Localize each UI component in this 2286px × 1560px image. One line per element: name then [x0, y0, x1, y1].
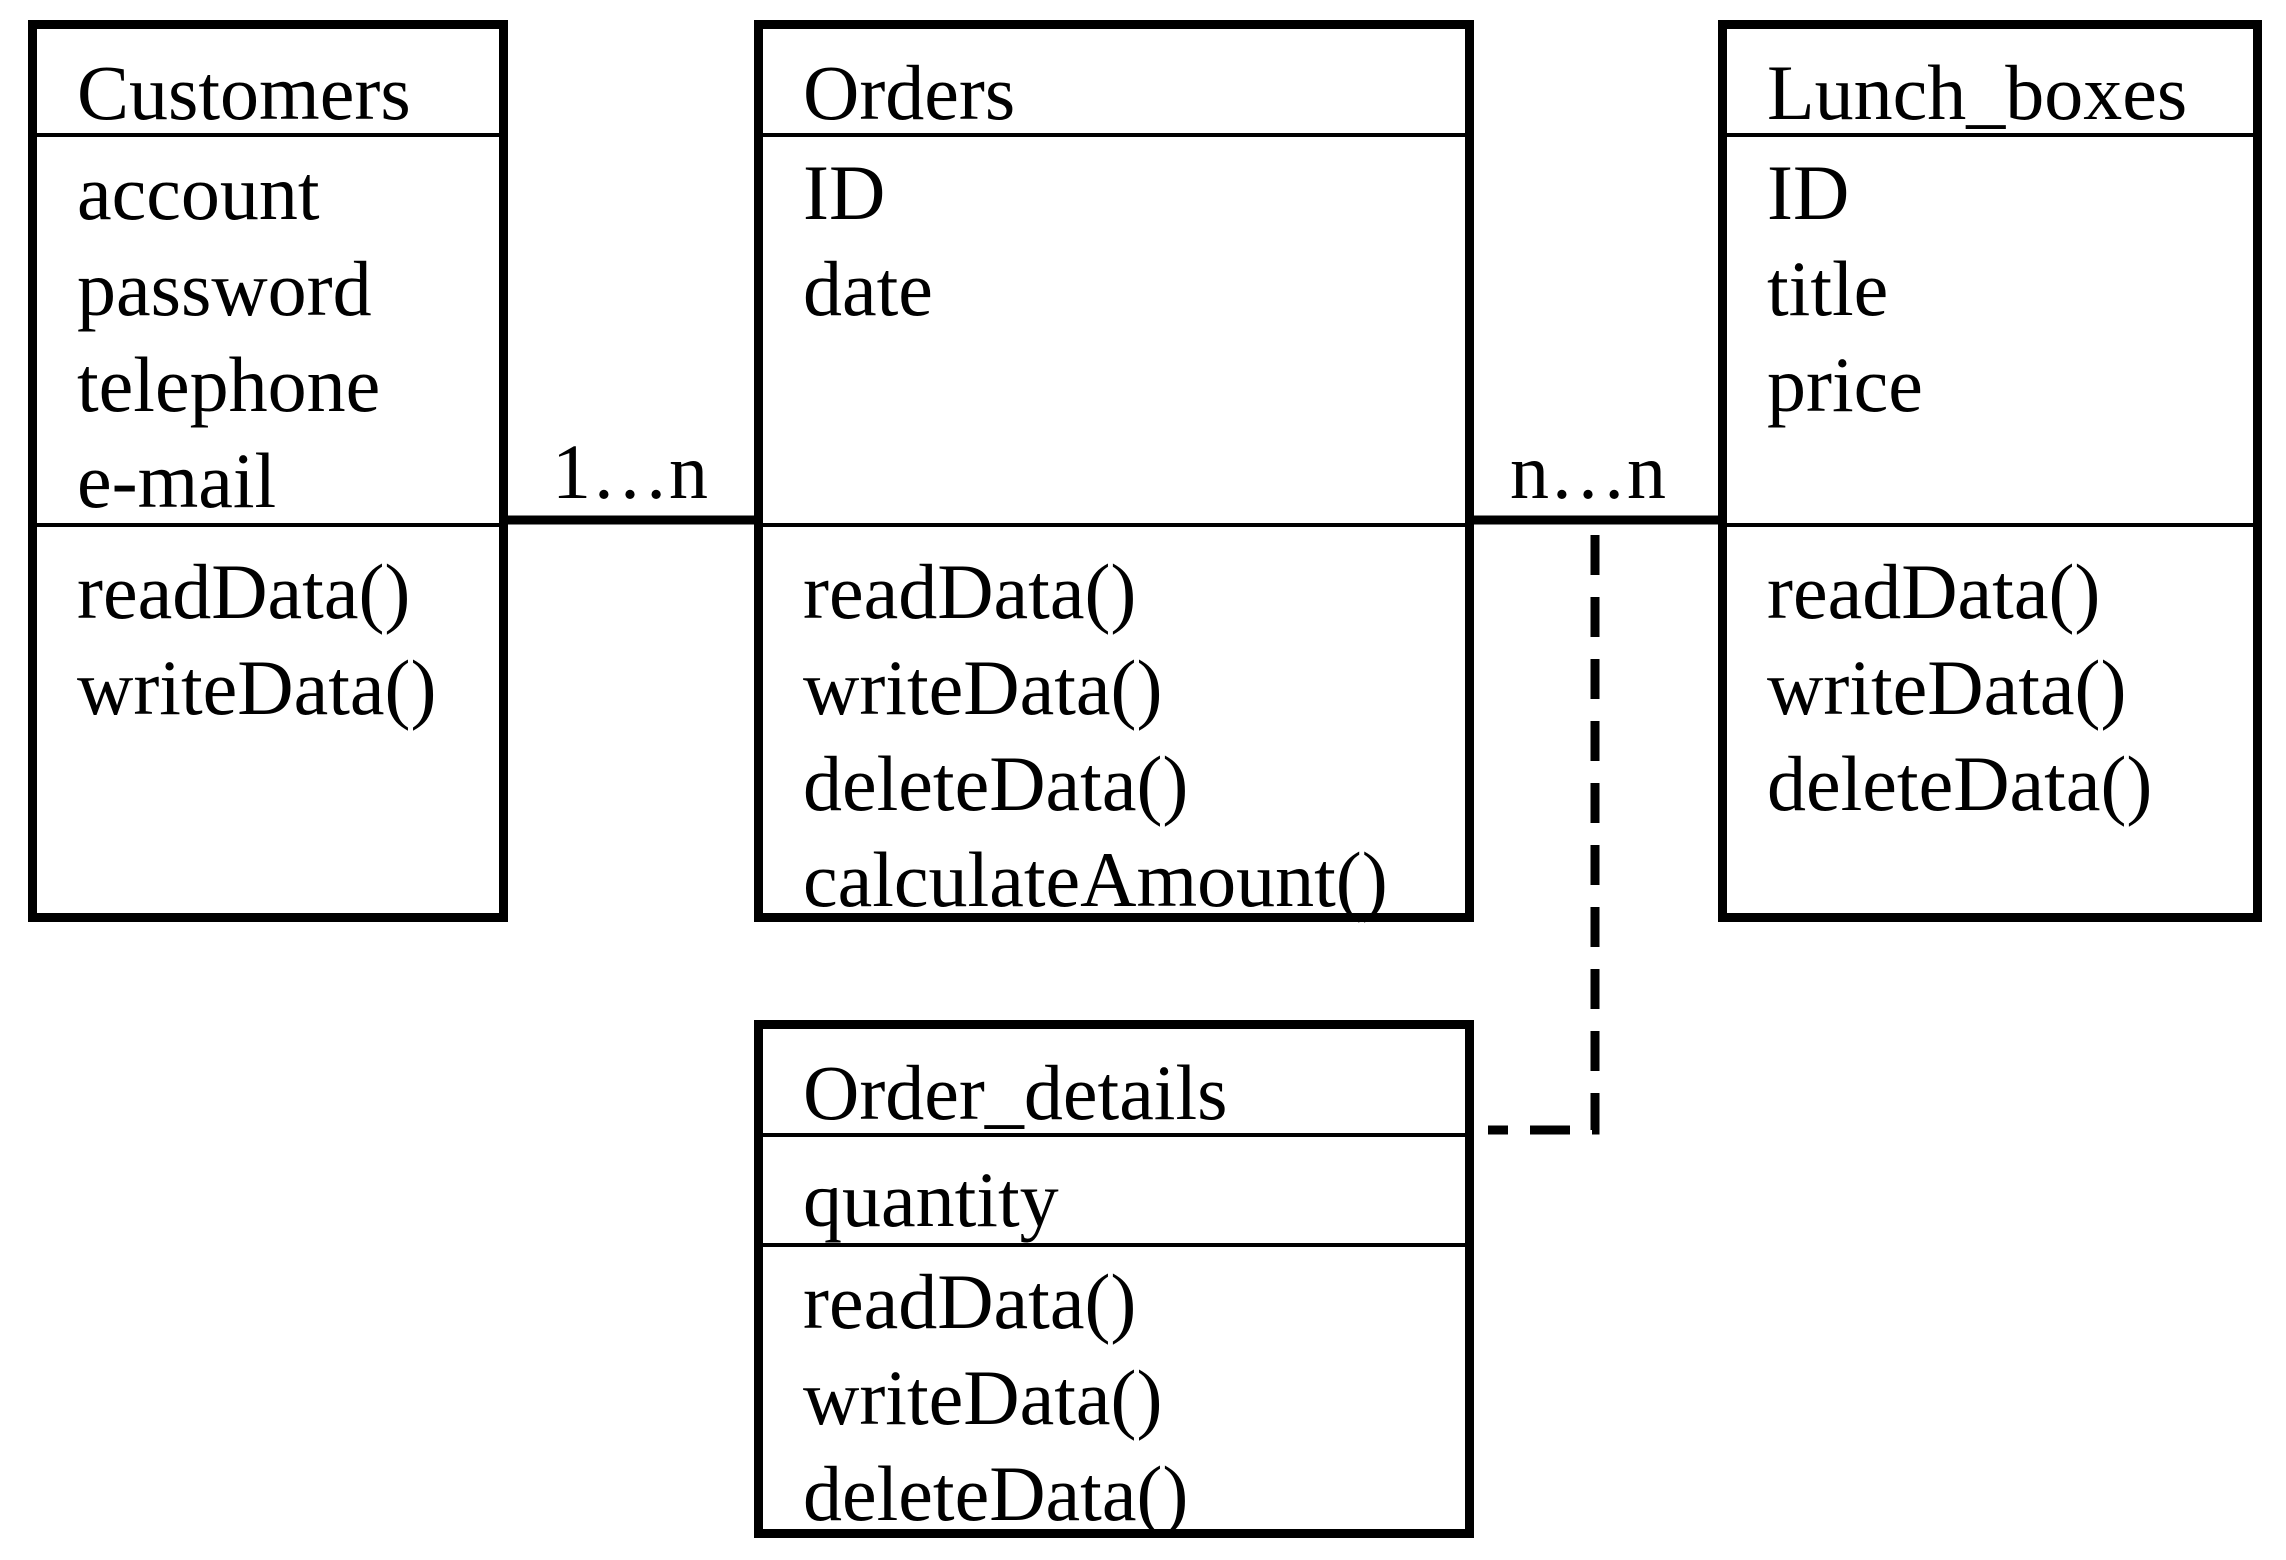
- method: deleteData(): [803, 1450, 1189, 1537]
- class-orders-attributes: ID date: [763, 145, 1465, 337]
- attribute: ID: [803, 149, 886, 236]
- class-customers-attributes: account password telephone e-mail: [37, 145, 499, 529]
- method: deleteData(): [803, 740, 1189, 827]
- attribute: date: [803, 245, 933, 332]
- class-order-details-divider-2: [763, 1243, 1465, 1247]
- class-customers-divider-2: [37, 523, 499, 527]
- class-customers-header: Customers: [37, 45, 499, 141]
- class-customers-name: Customers: [77, 49, 411, 136]
- attribute: ID: [1767, 149, 1850, 236]
- class-orders-name: Orders: [803, 49, 1016, 136]
- class-lunch-boxes-divider-2: [1727, 523, 2253, 527]
- attribute: password: [77, 245, 372, 332]
- class-lunch-boxes-divider-1: [1727, 133, 2253, 137]
- class-order-details-name: Order_details: [803, 1049, 1228, 1136]
- attribute: title: [1767, 245, 1889, 332]
- class-order-details-header: Order_details: [763, 1045, 1465, 1141]
- method: writeData(): [1767, 644, 2127, 731]
- multiplicity-label-orders-lunch-boxes: n…n: [1510, 428, 1666, 515]
- association-class-dashed-link: [1488, 535, 1600, 1135]
- class-order-details: Order_details quantity readData() writeD…: [754, 1020, 1474, 1538]
- class-customers-methods: readData() writeData(): [37, 544, 499, 736]
- class-orders-methods: readData() writeData() deleteData() calc…: [763, 544, 1465, 928]
- attribute: account: [77, 149, 320, 236]
- class-orders-divider-1: [763, 133, 1465, 137]
- method: readData(): [77, 548, 411, 635]
- method: readData(): [803, 548, 1137, 635]
- method: writeData(): [803, 644, 1163, 731]
- class-lunch-boxes-header: Lunch_boxes: [1727, 45, 2253, 141]
- method: writeData(): [77, 644, 437, 731]
- class-customers-divider-1: [37, 133, 499, 137]
- method: writeData(): [803, 1354, 1163, 1441]
- class-orders-divider-2: [763, 523, 1465, 527]
- attribute: e-mail: [77, 437, 277, 524]
- method: readData(): [1767, 548, 2101, 635]
- attribute: price: [1767, 341, 1923, 428]
- method: readData(): [803, 1258, 1137, 1345]
- class-order-details-methods: readData() writeData() deleteData(): [763, 1254, 1465, 1542]
- method: deleteData(): [1767, 740, 2153, 827]
- class-orders-header: Orders: [763, 45, 1465, 141]
- multiplicity-label-customers-orders: 1…n: [552, 428, 708, 515]
- class-order-details-divider-1: [763, 1133, 1465, 1137]
- class-order-details-attributes: quantity: [763, 1152, 1465, 1248]
- attribute: telephone: [77, 341, 381, 428]
- attribute: quantity: [803, 1156, 1059, 1243]
- class-orders: Orders ID date readData() writeData() de…: [754, 20, 1474, 923]
- method: calculateAmount(): [803, 836, 1388, 923]
- class-customers: Customers account password telephone e-m…: [28, 20, 508, 922]
- class-lunch-boxes-methods: readData() writeData() deleteData(): [1727, 544, 2253, 832]
- class-lunch-boxes-name: Lunch_boxes: [1767, 49, 2188, 136]
- class-lunch-boxes: Lunch_boxes ID title price readData() wr…: [1718, 20, 2262, 922]
- class-lunch-boxes-attributes: ID title price: [1727, 145, 2253, 433]
